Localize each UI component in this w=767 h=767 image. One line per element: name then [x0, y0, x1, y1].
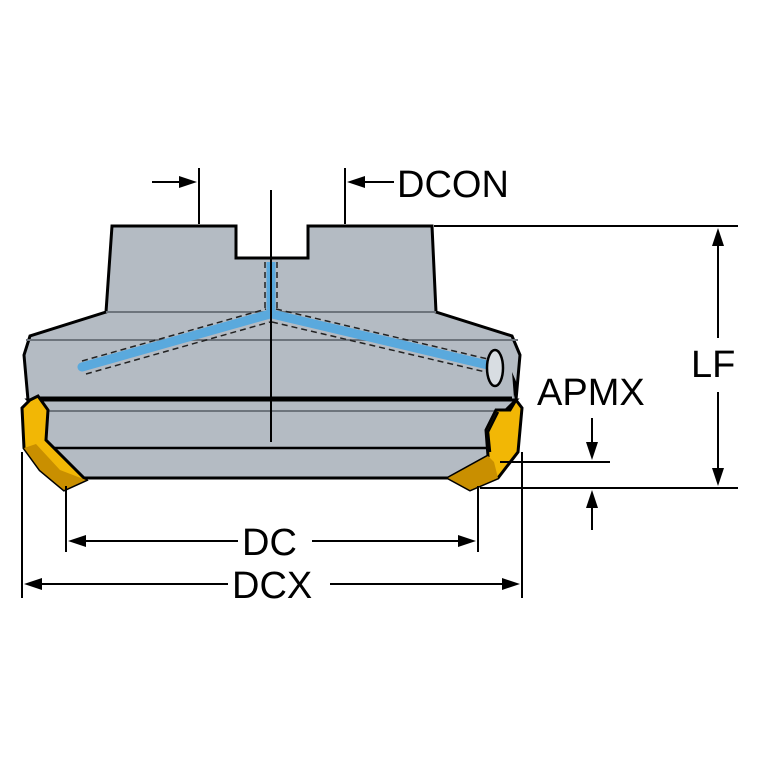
- coolant-channel-left: [77, 309, 275, 372]
- coolant-outlet: [485, 348, 505, 388]
- insert-chip-tip: [512, 372, 518, 398]
- apmx-arrowhead-top: [586, 442, 598, 460]
- coolant-hidden-edge: [81, 308, 267, 362]
- dcon-arrowhead-right: [347, 176, 365, 188]
- inserts: [20, 372, 524, 492]
- insert-right-shadow: [448, 456, 498, 490]
- dcon-dimension: DCON: [152, 164, 509, 224]
- dcx-arrowhead-right: [502, 578, 520, 590]
- coolant-hidden-edge: [275, 308, 493, 361]
- lf-label: LF: [691, 344, 735, 386]
- apmx-dimension: APMX: [500, 372, 645, 530]
- dcx-dimension: DCX: [21, 452, 523, 607]
- dc-label: DC: [242, 522, 297, 564]
- insert-right-pocket: [486, 411, 500, 453]
- insert-left-shadow: [24, 444, 86, 490]
- apmx-label: APMX: [537, 372, 645, 414]
- dcon-arrowhead-left: [179, 176, 197, 188]
- coolant-hidden-edge: [85, 321, 271, 375]
- dc-arrowhead-left: [68, 535, 86, 547]
- dcon-label: DCON: [397, 164, 509, 206]
- lf-arrowhead-top: [712, 228, 724, 246]
- coolant-hidden-edge: [271, 321, 491, 374]
- dc-dimension: DC: [65, 486, 479, 564]
- apmx-arrowhead-bottom: [586, 490, 598, 508]
- lf-arrowhead-bottom: [712, 468, 724, 486]
- dcx-label: DCX: [232, 565, 312, 607]
- coolant-channel-right: [267, 309, 497, 371]
- dcx-arrowhead-left: [24, 578, 42, 590]
- dc-arrowhead-right: [458, 535, 476, 547]
